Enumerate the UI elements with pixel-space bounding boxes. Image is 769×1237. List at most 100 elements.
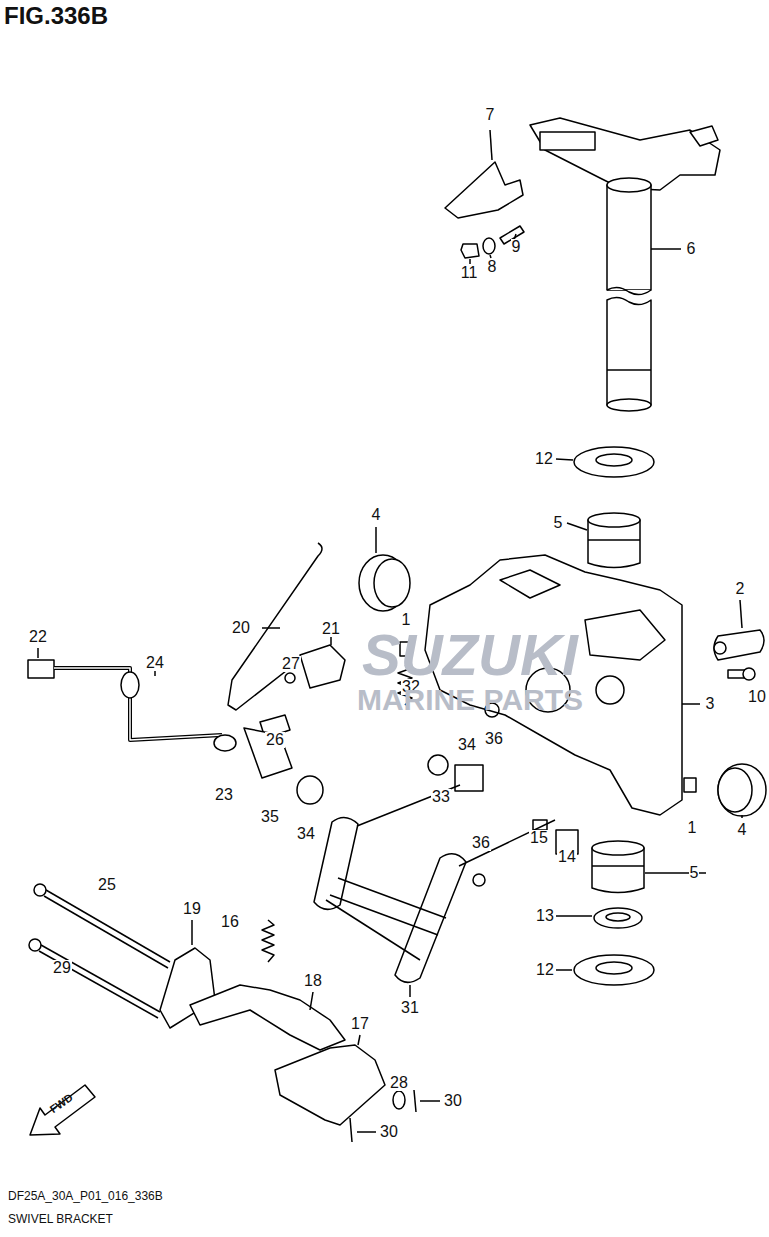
callout-number: 36: [484, 731, 504, 747]
illustration-part: [490, 255, 491, 258]
illustration-part: [455, 765, 483, 791]
illustration-part: [54, 668, 222, 740]
illustration-part: [574, 447, 654, 477]
illustration-part: [300, 645, 345, 688]
illustration-part: [596, 962, 632, 974]
illustration-part: [314, 817, 358, 909]
illustration-part: [684, 778, 696, 792]
illustration-part: [190, 985, 345, 1050]
illustration-part: [556, 459, 573, 460]
illustration-part: [556, 915, 592, 917]
illustration-part: [393, 1091, 405, 1109]
illustration-part: [607, 297, 651, 405]
callout-number: 4: [737, 822, 748, 838]
illustration-part: [310, 992, 313, 1010]
illustration-part: [607, 178, 651, 192]
illustration-part: [330, 895, 438, 935]
illustration-part: [46, 890, 170, 962]
illustration-part: [743, 668, 755, 680]
illustration-part: [718, 764, 766, 816]
callout-number: 12: [535, 962, 555, 978]
callout-number: 17: [350, 1016, 370, 1032]
illustration-part: [594, 908, 642, 928]
illustration-part: [596, 454, 632, 466]
illustration-part: [414, 1090, 416, 1112]
callout-number: 18: [303, 973, 323, 989]
illustration-part: [556, 969, 572, 971]
illustration-part: [297, 776, 323, 804]
illustration-part: [358, 1035, 360, 1045]
callout-number: 6: [686, 241, 697, 257]
illustration-part: [500, 570, 560, 598]
illustration-part: [574, 955, 654, 985]
callout-number: 19: [182, 901, 202, 917]
illustration-part: [585, 610, 665, 660]
illustration-part: [34, 884, 46, 896]
illustration-part: [326, 900, 420, 960]
illustration-part: [490, 130, 492, 160]
watermark: MARINE PARTS: [357, 685, 583, 715]
callout-number: 35: [260, 809, 280, 825]
illustration-part: [607, 399, 651, 411]
callout-number: 4: [371, 507, 382, 523]
illustration-part: [121, 672, 139, 698]
illustration-part: [357, 1131, 376, 1133]
illustration-part: [29, 939, 41, 951]
callout-number: 7: [485, 107, 496, 123]
illustration-part: [357, 785, 460, 826]
callout-number: 25: [97, 877, 117, 893]
illustration-part: [592, 841, 644, 855]
illustration-part: [228, 543, 322, 710]
callout-number: 24: [145, 655, 165, 671]
illustration-part: [214, 735, 236, 751]
illustration-part: [607, 369, 651, 371]
callout-number: 13: [535, 908, 555, 924]
callout-number: 2: [735, 581, 746, 597]
illustration-part: [607, 185, 651, 290]
callout-number: 30: [443, 1093, 463, 1109]
illustration-part: [469, 259, 471, 264]
illustration-part: [374, 559, 410, 607]
illustration-part: [395, 854, 466, 983]
illustration-part: [607, 287, 651, 294]
illustration-part: [740, 600, 742, 628]
illustration-part: [714, 642, 726, 654]
illustration-part: [592, 865, 644, 867]
callout-number: 36: [471, 835, 491, 851]
illustration-part: [28, 660, 54, 678]
callout-number: 26: [265, 732, 285, 748]
illustration-part: [606, 913, 630, 921]
illustration-part: [30, 1085, 95, 1135]
illustration-part: [588, 513, 640, 527]
callout-number: 14: [557, 849, 577, 865]
illustration-part: [445, 162, 523, 218]
illustration-part: [651, 248, 681, 250]
illustration-part: [275, 1045, 385, 1125]
illustration-part: [473, 874, 485, 886]
callout-number: 16: [220, 914, 240, 930]
callout-number: 3: [705, 696, 716, 712]
callout-number: 20: [231, 620, 251, 636]
callout-number: 29: [52, 960, 72, 976]
illustration-part: [39, 951, 158, 1018]
illustration-part: [682, 703, 700, 705]
callout-number: 34: [296, 826, 316, 842]
callout-number: 27: [281, 656, 301, 672]
drawing-code: DF25A_30A_P01_016_336B: [8, 1190, 163, 1202]
illustration-part: [690, 126, 718, 146]
illustration-part: [420, 1100, 440, 1102]
watermark: SUZUKI: [362, 626, 578, 684]
callout-number: 11: [460, 265, 479, 281]
callout-number: 9: [511, 239, 522, 255]
figure-caption: SWIVEL BRACKET: [8, 1213, 113, 1225]
callout-number: 28: [389, 1075, 409, 1091]
callout-number: 1: [687, 820, 698, 836]
illustration-part: [37, 648, 39, 658]
callout-number: 10: [747, 689, 767, 705]
illustration-part: [483, 238, 495, 254]
callout-number: 31: [400, 1000, 420, 1016]
illustration-part: [262, 627, 280, 629]
callout-number: 22: [28, 629, 48, 645]
figure-title: FIG.336B: [4, 4, 108, 28]
